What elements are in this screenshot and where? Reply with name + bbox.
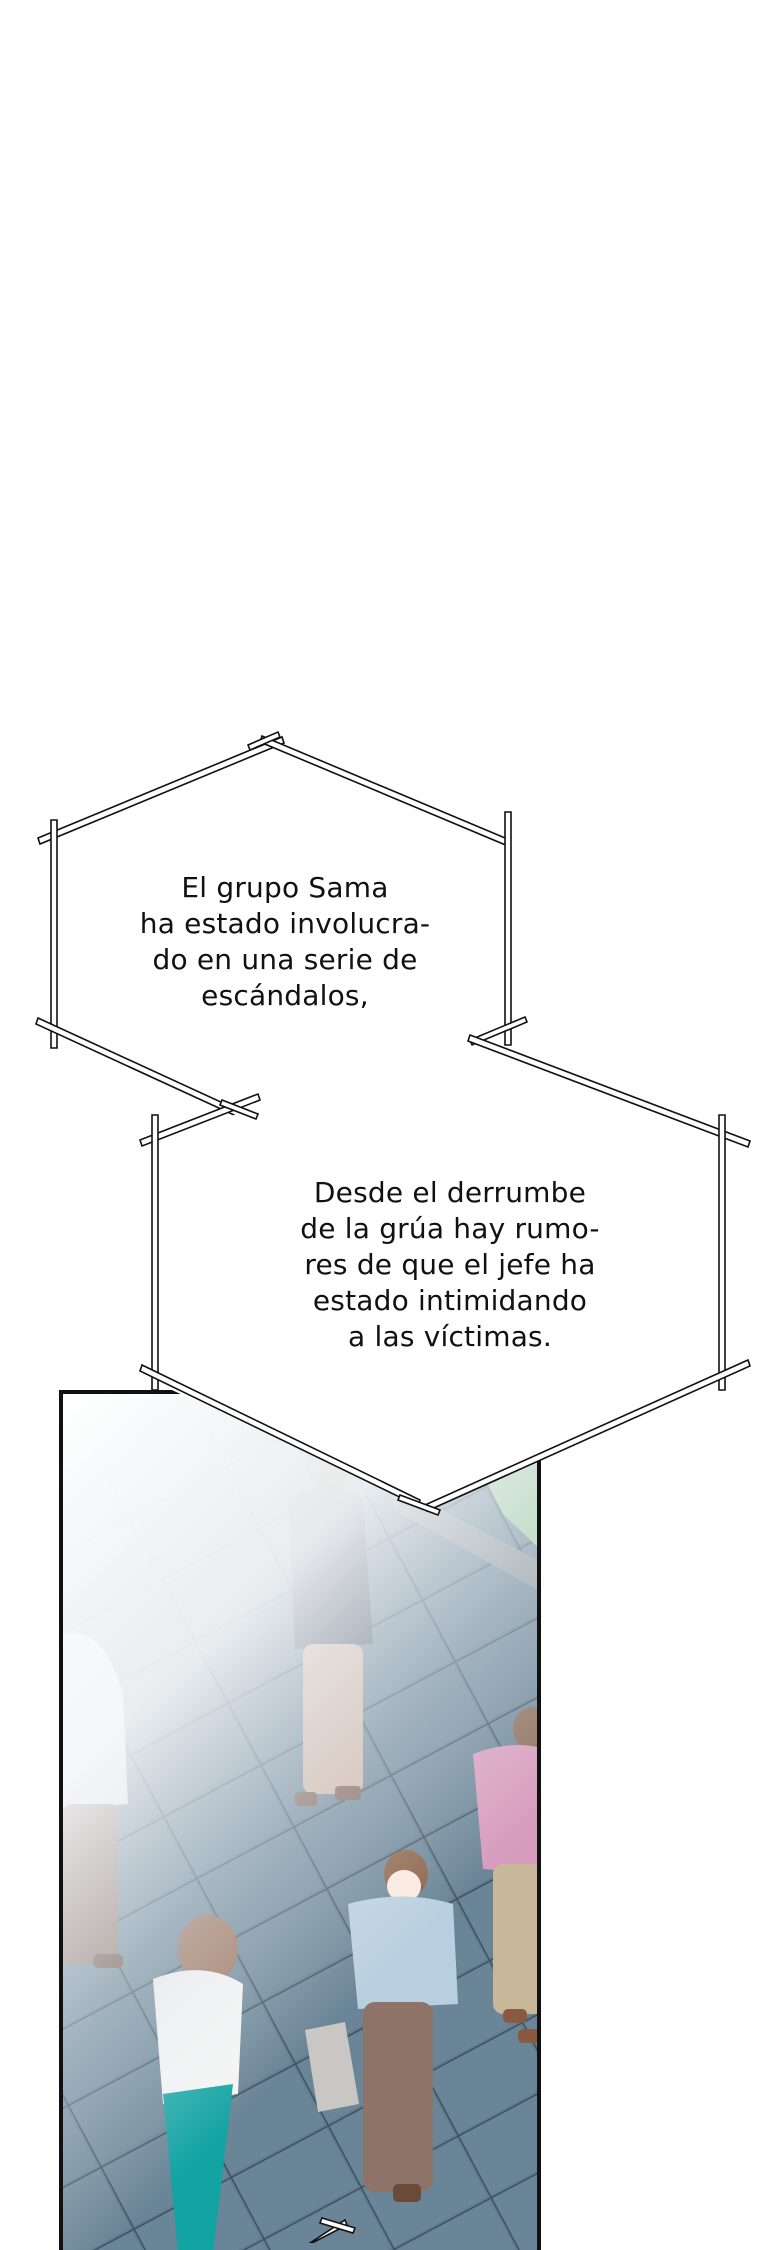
plaza-scene-illustration (63, 1394, 537, 2250)
comic-panel (59, 1390, 541, 2250)
narration-text-2: Desde el derrumbe de la grúa hay rumo- r… (300, 1176, 600, 1353)
narration-text-1: El grupo Sama ha estado involucra- do en… (139, 871, 431, 1012)
